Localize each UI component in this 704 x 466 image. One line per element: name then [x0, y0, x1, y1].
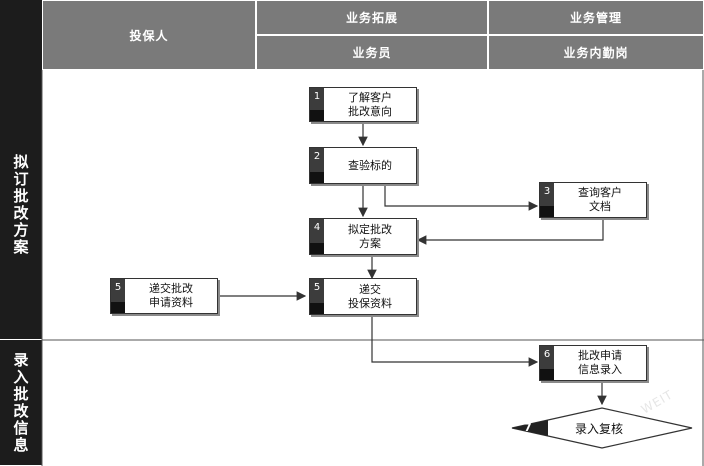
step-number: 1	[310, 88, 324, 121]
step-3-query-customer-docs: 3 查询客户 文档	[539, 182, 647, 218]
step-label: 查验标的	[348, 158, 392, 172]
step-7-entry-review: 录入复核	[575, 422, 624, 436]
step-label: 递交批改 申请资料	[149, 282, 193, 309]
header-corner	[0, 0, 42, 70]
decision-review-shape	[511, 407, 693, 449]
edge-2-3	[384, 184, 539, 211]
step-number: 5	[310, 279, 324, 314]
lane-label-draft-plan: 拟订批改方案	[0, 70, 42, 340]
header-role-salesman: 业务员	[256, 35, 488, 70]
edge-3-4	[416, 218, 604, 245]
lane-label-enter-info: 录入批改信息	[0, 340, 42, 466]
header-insurer: 投保人	[42, 0, 256, 70]
step-label: 递交 投保资料	[348, 282, 392, 310]
decision-review-marker	[512, 420, 548, 436]
step-label: 拟定批改 方案	[348, 222, 392, 250]
step-number: 4	[310, 219, 324, 254]
header-dept-expansion: 业务拓展	[256, 0, 488, 35]
step-4-draft-plan: 4 拟定批改 方案	[309, 218, 417, 255]
step-5-submit-application: 5 递交批改 申请资料	[110, 278, 218, 314]
step-label: 查询客户 文档	[578, 186, 622, 213]
step-5-submit-insurance-docs: 5 递交 投保资料	[309, 278, 417, 315]
step-7-number: 7	[524, 421, 532, 434]
step-number: 5	[111, 279, 125, 313]
step-6-enter-application-info: 6 批改申请 信息录入	[539, 345, 647, 381]
step-1-understand-intent: 1 了解客户 批改意向	[309, 87, 417, 122]
step-number: 3	[540, 183, 554, 217]
header-dept-management: 业务管理	[488, 0, 704, 35]
step-number: 2	[310, 148, 324, 183]
step-label: 了解客户 批改意向	[348, 90, 392, 118]
step-number: 6	[540, 346, 554, 380]
step-2-inspect-subject: 2 查验标的	[309, 147, 417, 184]
edge-5b-6	[371, 315, 539, 367]
step-label: 批改申请 信息录入	[578, 349, 622, 376]
header-role-internal: 业务内勤岗	[488, 35, 704, 70]
